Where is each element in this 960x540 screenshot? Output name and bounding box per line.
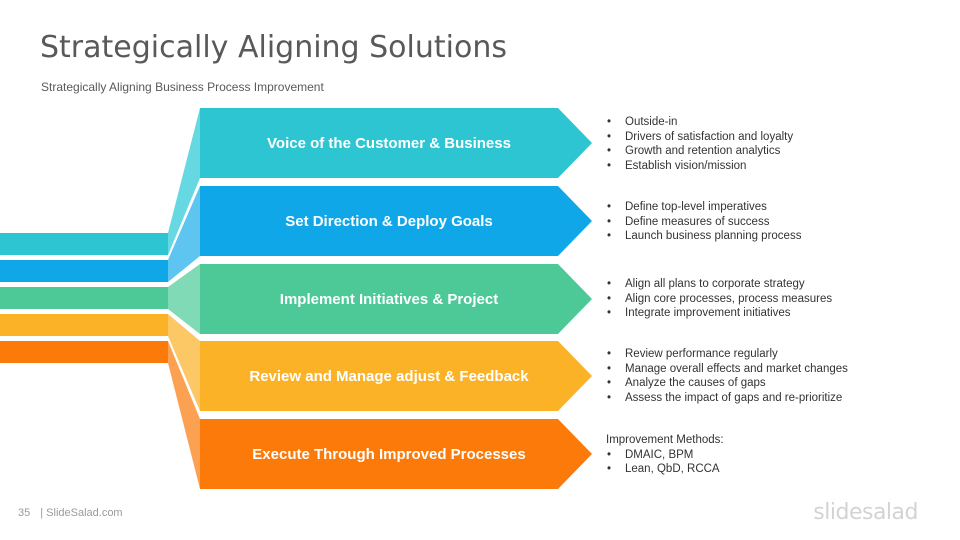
arrow-shape-set-direction — [200, 186, 592, 256]
bullet-list-review-manage: Review performance regularly Manage over… — [606, 347, 946, 405]
footer: 35 | SlideSalad.com — [18, 507, 123, 519]
arrow-shape-implement-initiatives — [200, 264, 592, 334]
bullet-list-implement-initiatives: Align all plans to corporate strategy Al… — [606, 277, 946, 321]
list-item: Align all plans to corporate strategy — [606, 277, 946, 292]
bullet-list-set-direction: Define top-level imperatives Define meas… — [606, 200, 946, 244]
stub-bar-implement-initiatives — [0, 287, 168, 309]
arrow-shape-execute-processes — [200, 419, 592, 489]
fan-connector-voice-of-customer — [168, 108, 200, 255]
page-title: Strategically Aligning Solutions — [40, 30, 507, 65]
fan-connector-review-manage — [168, 314, 200, 411]
stub-bar-review-manage — [0, 314, 168, 336]
list-item: Outside-in — [606, 115, 946, 130]
step-label-set-direction: Set Direction & Deploy Goals — [285, 212, 493, 230]
page-number: 35 — [18, 507, 31, 519]
footer-site-link[interactable]: | SlideSalad.com — [40, 507, 123, 519]
list-item: Launch business planning process — [606, 229, 946, 244]
fan-connector-set-direction — [168, 186, 200, 282]
fan-connector-execute-processes — [168, 341, 200, 489]
brand-logo: slidesalad — [813, 500, 918, 525]
bullet-list-voice-of-customer: Outside-in Drivers of satisfaction and l… — [606, 115, 946, 173]
list-intro: Improvement Methods: — [606, 434, 724, 446]
step-label-review-manage: Review and Manage adjust & Feedback — [249, 367, 529, 385]
list-item: DMAIC, BPM — [606, 448, 946, 463]
list-item: Integrate improvement initiatives — [606, 306, 946, 321]
step-label-execute-processes: Execute Through Improved Processes — [252, 445, 526, 463]
stub-bar-execute-processes — [0, 341, 168, 363]
bullet-list-execute-processes: Improvement Methods: DMAIC, BPM Lean, Qb… — [606, 433, 946, 477]
list-item: Growth and retention analytics — [606, 144, 946, 159]
list-item: Drivers of satisfaction and loyalty — [606, 130, 946, 145]
step-label-implement-initiatives: Implement Initiatives & Project — [279, 290, 499, 308]
list-item: Define measures of success — [606, 215, 946, 230]
list-item: Analyze the causes of gaps — [606, 376, 946, 391]
list-item: Assess the impact of gaps and re-priorit… — [606, 391, 946, 406]
arrow-shape-voice-of-customer — [200, 108, 592, 178]
fan-connector-implement-initiatives — [168, 264, 200, 334]
list-item: Lean, QbD, RCCA — [606, 462, 946, 477]
list-item: Align core processes, process measures — [606, 292, 946, 307]
stub-bar-set-direction — [0, 260, 168, 282]
stub-bar-voice-of-customer — [0, 233, 168, 255]
list-item: Establish vision/mission — [606, 159, 946, 174]
list-item: Manage overall effects and market change… — [606, 362, 946, 377]
list-item: Define top-level imperatives — [606, 200, 946, 215]
step-label-voice-of-customer: Voice of the Customer & Business — [267, 134, 511, 152]
arrow-shape-review-manage — [200, 341, 592, 411]
list-item: Review performance regularly — [606, 347, 946, 362]
page-subtitle: Strategically Aligning Business Process … — [41, 80, 324, 94]
